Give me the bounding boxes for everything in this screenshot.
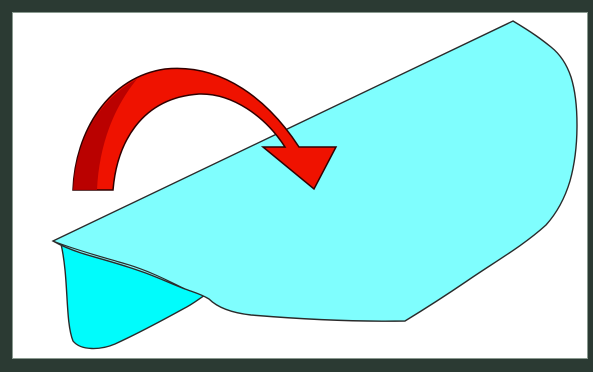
diagram-svg: [13, 13, 588, 359]
diagram-canvas: [12, 12, 588, 359]
